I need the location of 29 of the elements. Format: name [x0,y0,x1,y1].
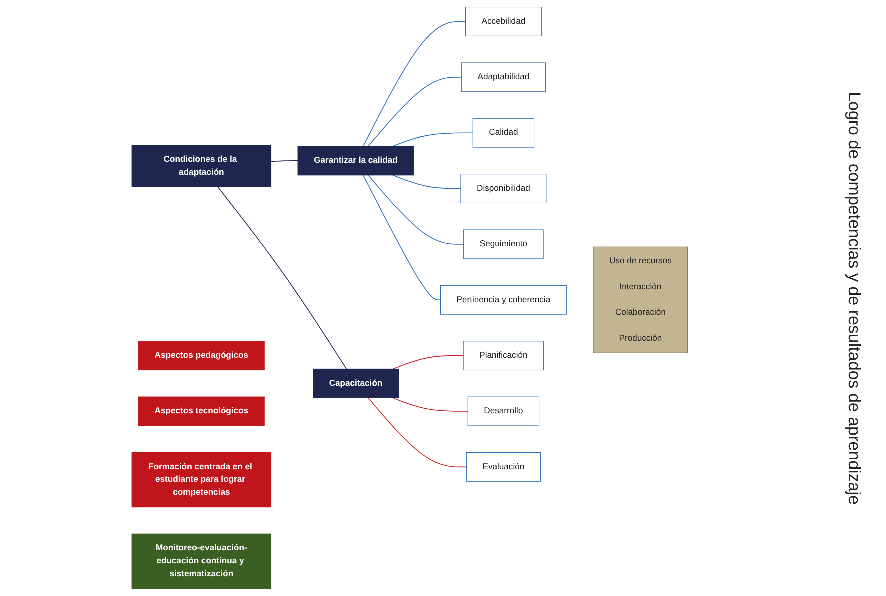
node-box: Evaluación [466,452,541,482]
connector [270,160,298,162]
connector [218,186,348,370]
node-box: Planificación [463,341,544,371]
node-box: Adaptabilidad [461,62,546,92]
connector [392,398,469,412]
connector [363,175,442,301]
node-box: Seguimiento [464,230,544,260]
node-box: Capacitación [313,368,399,398]
node-box: Aspectos pedagógicos [138,341,265,371]
connector [392,132,474,147]
node-box: Calidad [472,118,535,148]
connector [368,398,468,468]
node-box: Disponibilidad [460,174,547,204]
node-box: Formación centrada en el estudiante para lograr competencias [132,452,272,508]
connector [392,355,464,370]
connector [368,175,464,245]
bracket-label: Logro de competencias y de resultados de aprendizaje [844,92,864,504]
node-box: Monitoreo-evaluación-educación contínua y sistematización [132,534,272,589]
node-box: Garantizar la calidad [298,146,414,176]
connector [392,175,462,190]
node-box: Desarrollo [468,396,540,426]
node-box: Condiciones de la adaptación [132,145,272,188]
connector [368,77,462,147]
node-box: Aspectos tecnológicos [138,396,265,426]
node-box: Pertinencia y coherencia [440,285,567,315]
node-box: Accebilidad [465,7,542,36]
node-box: Uso de recursos Interacción Colaboración Producción [593,246,688,354]
connector [363,21,466,147]
